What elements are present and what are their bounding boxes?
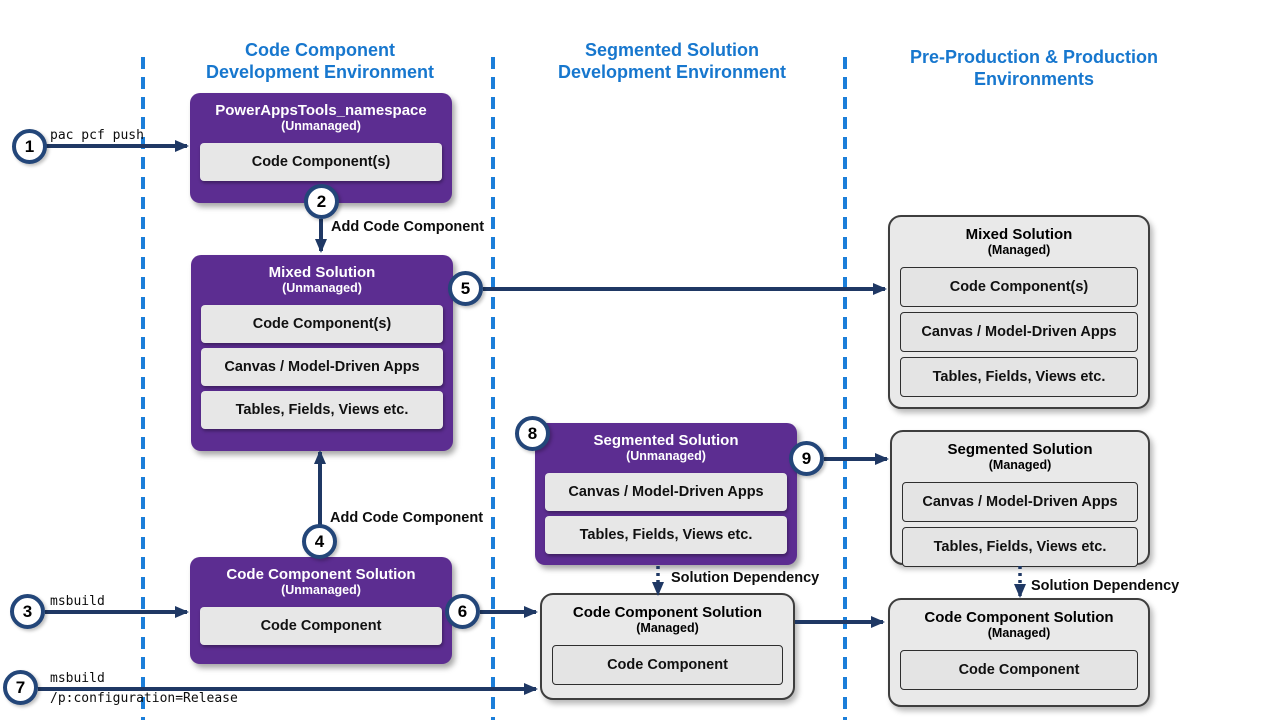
box-title: Mixed Solution [268, 264, 376, 281]
item-canvas-model-driven-apps: Canvas / Model-Driven Apps [902, 482, 1138, 522]
box-subtitle: (Unmanaged) [282, 281, 362, 295]
step-circle-6: 6 [445, 594, 480, 629]
label-solution-dependency-mid: Solution Dependency [671, 570, 820, 586]
box-subtitle: (Unmanaged) [281, 119, 361, 133]
item-canvas-model-driven-apps: Canvas / Model-Driven Apps [201, 348, 443, 386]
item-code-component: Code Component [900, 650, 1138, 690]
item-tables-fields-views: Tables, Fields, Views etc. [545, 516, 787, 554]
box-subtitle: (Managed) [636, 621, 699, 635]
box-title: Segmented Solution [947, 441, 1093, 458]
item-code-components: Code Component(s) [900, 267, 1138, 307]
box-subtitle: (Managed) [987, 626, 1051, 640]
label-msbuild-release: msbuild /p:configuration=Release [50, 671, 238, 706]
item-tables-fields-views: Tables, Fields, Views etc. [201, 391, 443, 429]
box-code-component-solution-managed-right: Code Component Solution (Managed) Code C… [888, 598, 1150, 707]
column-separator-1 [141, 57, 145, 720]
column-header-segmented-dev: Segmented Solution Development Environme… [557, 40, 787, 82]
label-solution-dependency-right: Solution Dependency [1031, 578, 1180, 594]
item-canvas-model-driven-apps: Canvas / Model-Driven Apps [545, 473, 787, 511]
box-title: Code Component Solution [924, 609, 1114, 626]
item-code-components: Code Component(s) [200, 143, 442, 181]
label-add-code-component-bottom: Add Code Component [330, 510, 484, 526]
step-circle-9: 9 [789, 441, 824, 476]
item-tables-fields-views: Tables, Fields, Views etc. [902, 527, 1138, 567]
step-circle-3: 3 [10, 594, 45, 629]
item-code-components: Code Component(s) [201, 305, 443, 343]
box-subtitle: (Managed) [987, 243, 1051, 257]
box-mixed-solution-unmanaged: Mixed Solution (Unmanaged) Code Componen… [191, 255, 453, 451]
item-code-component: Code Component [552, 645, 783, 685]
label-msbuild: msbuild [50, 594, 105, 609]
box-powerappstools-namespace: PowerAppsTools_namespace (Unmanaged) Cod… [190, 93, 452, 203]
box-title: Code Component Solution [226, 566, 416, 583]
item-canvas-model-driven-apps: Canvas / Model-Driven Apps [900, 312, 1138, 352]
box-segmented-solution-managed: Segmented Solution (Managed) Canvas / Mo… [890, 430, 1150, 567]
step-circle-5: 5 [448, 271, 483, 306]
step-circle-8: 8 [515, 416, 550, 451]
box-subtitle: (Unmanaged) [281, 583, 361, 597]
label-add-code-component-top: Add Code Component [331, 219, 485, 235]
step-circle-7: 7 [3, 670, 38, 705]
column-header-preprod-prod: Pre-Production & Production Environments [909, 47, 1158, 89]
item-tables-fields-views: Tables, Fields, Views etc. [900, 357, 1138, 397]
box-code-component-solution-unmanaged: Code Component Solution (Unmanaged) Code… [190, 557, 452, 664]
box-mixed-solution-managed: Mixed Solution (Managed) Code Component(… [888, 215, 1150, 409]
column-separator-3 [843, 57, 847, 720]
label-pac-pcf-push: pac pcf push [50, 128, 144, 143]
box-title: Mixed Solution [965, 226, 1073, 243]
box-title: PowerAppsTools_namespace [215, 102, 427, 119]
step-circle-2: 2 [304, 184, 339, 219]
item-code-component: Code Component [200, 607, 442, 645]
box-code-component-solution-managed-mid: Code Component Solution (Managed) Code C… [540, 593, 795, 700]
box-title: Code Component Solution [572, 604, 763, 621]
step-circle-1: 1 [12, 129, 47, 164]
box-subtitle: (Unmanaged) [626, 449, 706, 463]
box-title: Segmented Solution [593, 432, 739, 449]
column-header-code-component-dev: Code Component Development Environment [205, 40, 435, 82]
step-circle-4: 4 [302, 524, 337, 559]
box-segmented-solution-unmanaged: Segmented Solution (Unmanaged) Canvas / … [535, 423, 797, 565]
column-separator-2 [491, 57, 495, 720]
box-subtitle: (Managed) [988, 458, 1052, 472]
